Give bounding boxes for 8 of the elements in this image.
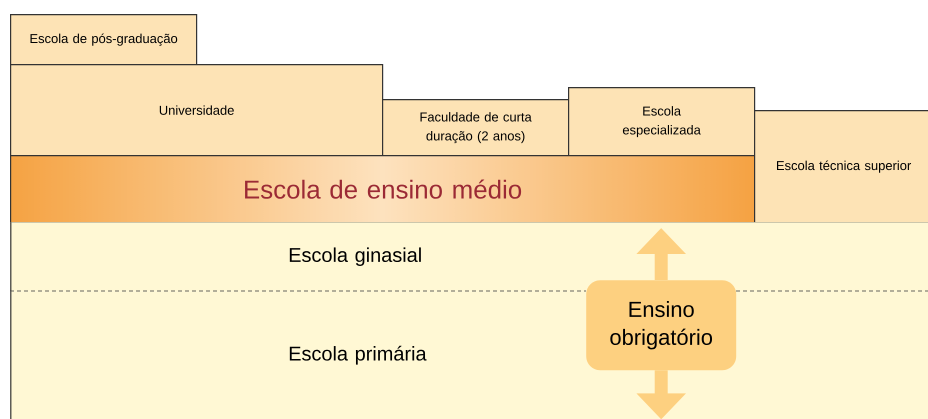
- rounded-label-box: Ensino obrigatório: [586, 280, 736, 370]
- school-box: Faculdade de curta duração (2 anos): [382, 99, 570, 156]
- school-box: Escola especializada: [568, 87, 756, 156]
- school-box: Escola técnica superior: [754, 110, 928, 224]
- school-band: Escola ginasial: [10, 222, 928, 292]
- node-label: Escola primária: [290, 346, 427, 365]
- school-box: Escola de pós-graduação: [10, 14, 198, 66]
- school-box: Escola de ensino médio: [10, 155, 756, 224]
